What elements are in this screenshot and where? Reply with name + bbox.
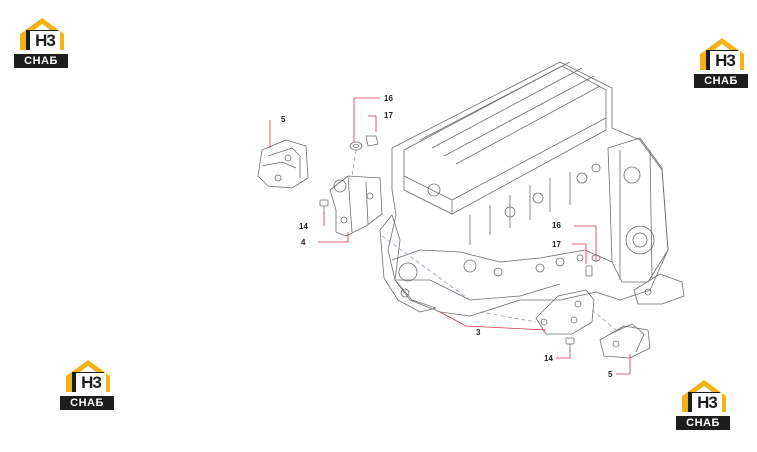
bolt-bottom [565, 337, 575, 352]
logo-plate: СНАБ [694, 74, 748, 88]
washer-nut-right [585, 254, 601, 277]
engine-mount-right [599, 273, 685, 359]
mount-bracket-left [329, 175, 383, 237]
engine-mount-left [257, 139, 309, 189]
assembly-centerlines [351, 149, 617, 331]
mount-bracket-right [535, 289, 595, 335]
callout-4: 4 [301, 238, 306, 247]
brand-logo-bottom-right: H3 СНАБ [676, 378, 732, 434]
callout-3: 3 [476, 328, 481, 337]
callout-5-bottom: 5 [608, 370, 613, 379]
logo-plate: СНАБ [676, 416, 730, 430]
logo-plate: СНАБ [14, 54, 68, 68]
washer-nut-top [349, 135, 379, 151]
brand-logo-bottom-left: H3 СНАБ [60, 358, 116, 414]
callout-14-left: 14 [299, 222, 308, 231]
bolt-left [319, 199, 329, 214]
engine-block [379, 61, 669, 317]
callout-17-top: 17 [384, 111, 393, 120]
callout-5-top: 5 [281, 115, 286, 124]
brand-logo-top-left: H3 СНАБ [14, 16, 70, 72]
brand-logo-top-right: H3 СНАБ [694, 36, 750, 92]
logo-letters: H3 [692, 393, 722, 413]
logo-plate: СНАБ [60, 396, 114, 410]
callout-14-bottom: 14 [544, 354, 553, 363]
logo-letters: H3 [710, 51, 740, 71]
callout-16-top: 16 [384, 94, 393, 103]
logo-letters: H3 [76, 373, 106, 393]
callout-16-right: 16 [552, 221, 561, 230]
logo-letters: H3 [30, 31, 60, 51]
callout-17-right: 17 [552, 240, 561, 249]
callout-leaders [269, 97, 631, 375]
